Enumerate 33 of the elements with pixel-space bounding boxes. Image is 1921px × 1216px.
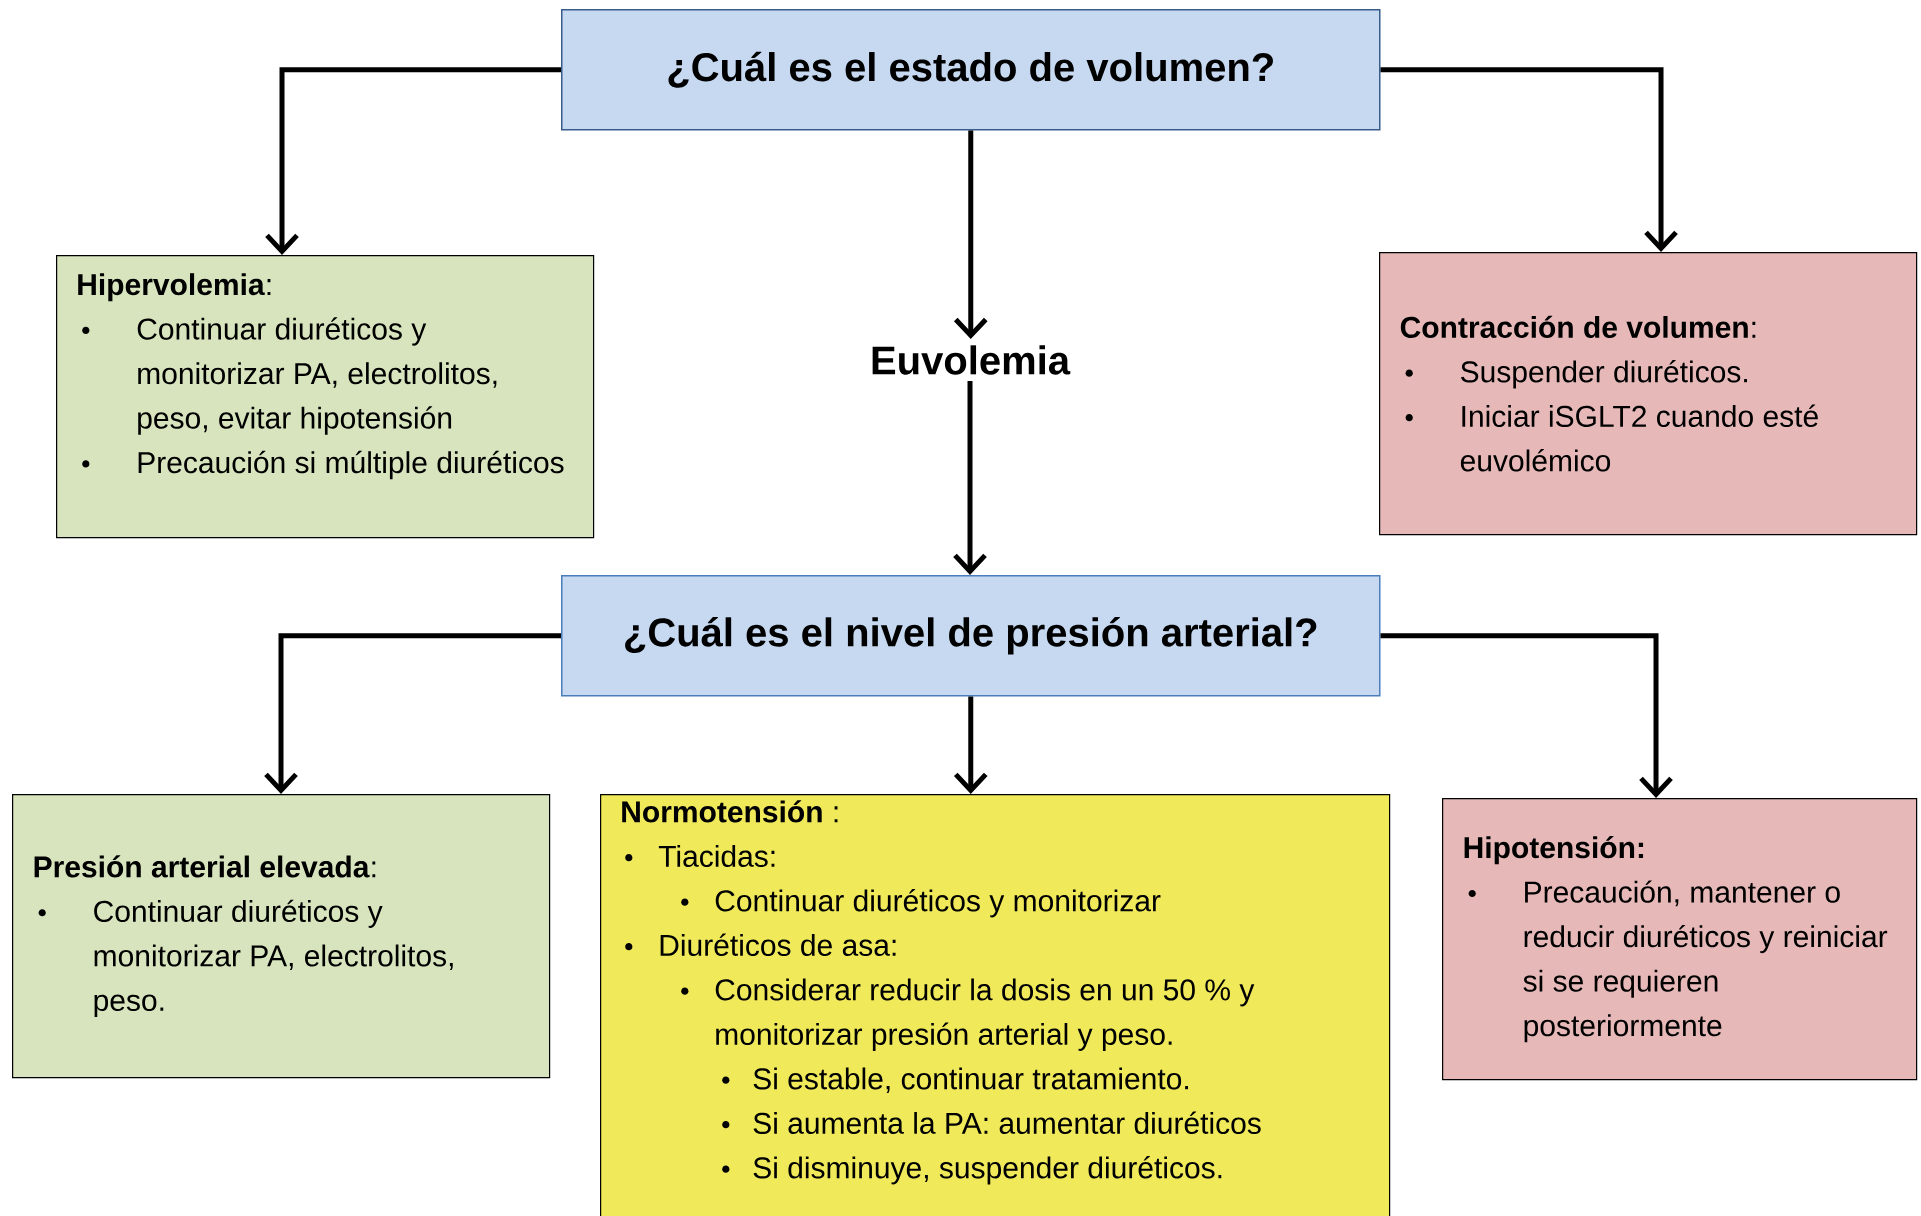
bullet-item: Suspender diuréticos. xyxy=(1405,360,1747,389)
info-box xyxy=(1379,252,1918,536)
box-heading: Hipervolemia: xyxy=(78,273,271,302)
question-box: ¿Cuál es el estado de volumen? xyxy=(561,9,1381,131)
arrow xyxy=(265,67,561,255)
bullet-item: Precaución, mantener o reducir diuréticos y reiniciar si se requieren posteriormente xyxy=(1468,880,1888,1043)
box-heading: Normotensión : xyxy=(622,800,838,823)
bullet-item: Si disminuye, suspender diuréticos. xyxy=(722,1156,1222,1185)
box-heading: Contracción de volumen: xyxy=(1400,315,1756,338)
bullet-item: Tiacidas: xyxy=(625,845,775,867)
arrow xyxy=(953,696,988,794)
arrow xyxy=(953,130,988,340)
bullet-item: Considerar reducir la dosis en un 50 % y monitorizar presión arterial y peso. xyxy=(681,978,1255,1051)
arrow xyxy=(264,633,561,794)
bullet-item: Diuréticos de asa: xyxy=(625,933,896,956)
arrow xyxy=(953,380,987,575)
bullet-item: Precaución si múltiple diuréticos xyxy=(82,450,564,480)
state-label: Euvolemia xyxy=(872,345,1071,375)
bullet-item: Iniciar iSGLT2 cuando esté euvolémico xyxy=(1405,404,1818,472)
info-box xyxy=(1442,798,1918,1081)
box-heading: Hipotensión: xyxy=(1464,836,1644,865)
bullet-item: Si aumenta la PA: aumentar diuréticos xyxy=(722,1111,1261,1134)
arrow xyxy=(1380,67,1678,252)
bullet-item: Continuar diuréticos y monitorizar xyxy=(681,889,1161,918)
info-box xyxy=(600,794,1391,1216)
arrow xyxy=(1380,633,1673,798)
info-box xyxy=(56,255,595,539)
info-box xyxy=(12,794,551,1079)
bullet-item: Continuar diuréticos y monitorizar PA, electrolitos, peso, evitar hipotensión xyxy=(82,317,497,435)
bullet-item: Continuar diuréticos y monitorizar PA, electrolitos, peso. xyxy=(38,899,453,1017)
question-box: ¿Cuál es el nivel de presión arterial? xyxy=(561,575,1381,697)
bullet-item: Si estable, continuar tratamiento. xyxy=(722,1067,1188,1094)
box-heading: Presión arterial elevada: xyxy=(34,855,376,878)
